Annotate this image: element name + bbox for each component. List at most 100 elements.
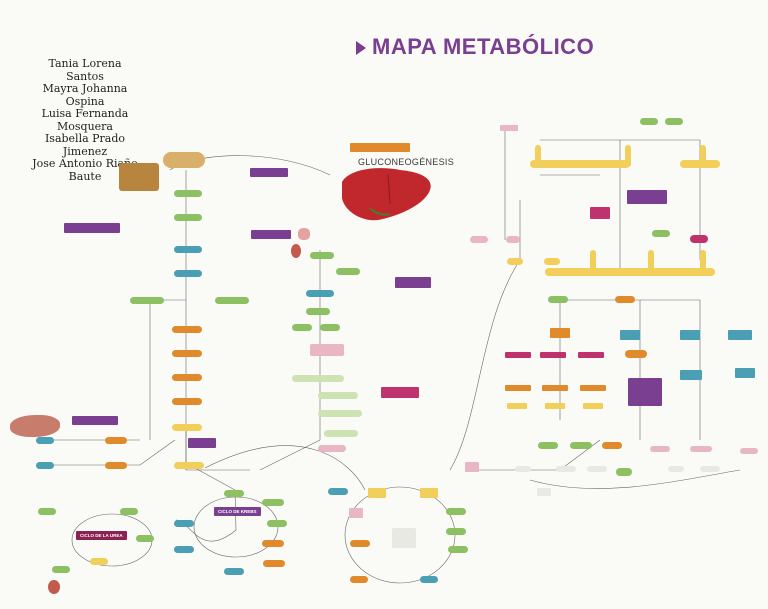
metabolite-node: [556, 466, 576, 472]
metabolite-node: [336, 268, 360, 275]
metabolite-node: [38, 508, 56, 515]
author-name: Isabella Prado Jimenez: [44, 132, 126, 158]
author-name: Jose Antonio Riaño Baute: [32, 157, 138, 183]
metabolite-node: [420, 576, 438, 583]
metabolite-node: [538, 442, 558, 449]
section-tag: [251, 230, 291, 239]
metabolite-node: [690, 235, 708, 243]
metabolite-node: [640, 118, 658, 125]
section-tag: [188, 438, 216, 448]
section-tag: [628, 378, 662, 406]
membrane-structure: [625, 145, 631, 167]
metabolite-node: [507, 258, 523, 265]
metabolite-node: [310, 344, 344, 356]
metabolite-node: [52, 566, 70, 573]
metabolite-node: [506, 236, 520, 243]
metabolite-node: [680, 330, 700, 340]
membrane-structure: [535, 145, 541, 167]
metabolite-node: [680, 370, 702, 380]
metabolite-node: [328, 488, 348, 495]
title-arrow-icon: [356, 41, 366, 56]
metabolite-node: [292, 375, 344, 382]
metabolite-node: [105, 437, 127, 444]
gluconeogenesis-label: GLUCONEOGÉNESIS: [358, 157, 455, 167]
metabolite-node: [174, 190, 202, 197]
membrane-structure: [590, 250, 596, 272]
metabolite-node: [570, 442, 592, 449]
metabolite-node: [505, 352, 531, 358]
metabolite-node: [665, 118, 683, 125]
metabolite-node: [392, 528, 416, 548]
metabolite-node: [652, 230, 670, 237]
section-tag: [395, 277, 431, 288]
metabolite-node: [446, 508, 466, 515]
author-name: Mayra Johanna Ospina: [42, 82, 128, 108]
metabolite-node: [172, 398, 202, 405]
metabolite-node: [224, 490, 244, 497]
metabolite-node: [105, 462, 127, 469]
metabolite-node: [349, 508, 363, 518]
metabolite-node: [318, 410, 362, 417]
metabolite-node: [544, 258, 560, 265]
author-list: Tania Lorena Santos Mayra Johanna Ospina…: [30, 57, 140, 183]
metabolite-node: [174, 246, 202, 253]
metabolite-node: [540, 352, 566, 358]
section-tag: [627, 190, 667, 204]
metabolite-node: [690, 446, 712, 452]
membrane-structure: [700, 250, 706, 272]
metabolite-node: [172, 424, 202, 431]
metabolite-node: [420, 488, 438, 498]
section-tag: [72, 416, 118, 425]
liver-illustration: [340, 164, 435, 228]
metabolite-node: [136, 535, 154, 542]
metabolite-node: [174, 462, 204, 469]
metabolite-node: [350, 576, 368, 583]
metabolite-node: [320, 324, 340, 331]
metabolite-node: [728, 330, 752, 340]
membrane-structure: [700, 145, 706, 167]
metabolite-node: [262, 499, 284, 506]
metabolite-node: [172, 374, 202, 381]
metabolite-node: [36, 437, 54, 444]
metabolite-node: [310, 252, 334, 259]
metabolite-node: [174, 270, 202, 277]
metabolite-node: [515, 466, 531, 472]
food-illustration: [119, 163, 159, 191]
metabolite-node: [267, 520, 287, 527]
metabolite-node: [740, 448, 758, 454]
metabolite-node: [668, 466, 684, 472]
metabolite-node: [350, 540, 370, 547]
metabolite-node: [590, 207, 610, 219]
metabolite-node: [174, 546, 194, 553]
metabolite-node: [602, 442, 622, 449]
metabolite-node: [306, 308, 330, 315]
metabolite-node: [130, 297, 164, 304]
metabolite-node: [735, 368, 755, 378]
title-text: MAPA METABÓLICO: [372, 34, 595, 59]
metabolite-node: [174, 520, 194, 527]
metabolite-node: [580, 385, 606, 391]
metabolite-node: [224, 568, 244, 575]
author-name: Tania Lorena Santos: [48, 57, 122, 83]
metabolite-node: [616, 468, 632, 476]
grain-illustration: [163, 152, 205, 168]
metabolite-node: [36, 462, 54, 469]
page-title: MAPA METABÓLICO: [356, 34, 594, 60]
metabolite-node: [470, 236, 488, 243]
kidney-icon: [48, 580, 60, 594]
membrane-structure: [530, 160, 630, 168]
metabolite-node: [324, 430, 358, 437]
metabolite-node: [368, 488, 386, 498]
krebs-cycle-label: CICLO DE KREBS: [214, 507, 261, 516]
metabolite-node: [172, 350, 202, 357]
metabolite-node: [587, 466, 607, 472]
section-tag: [250, 168, 288, 177]
metabolite-node: [548, 296, 568, 303]
membrane-structure: [545, 268, 715, 276]
metabolite-node: [446, 528, 466, 535]
author-name: Luisa Fernanda Mosquera: [41, 107, 129, 133]
metabolite-node: [500, 125, 518, 131]
metabolite-node: [120, 508, 138, 515]
metabolite-node: [615, 296, 635, 303]
